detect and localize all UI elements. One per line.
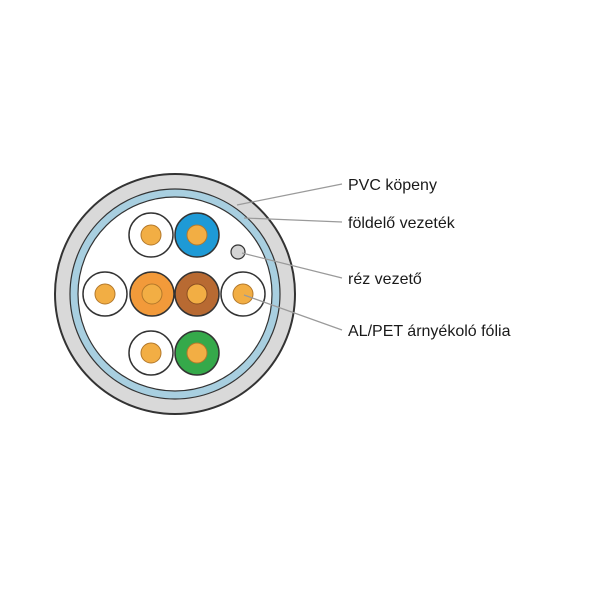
leader-pvc-jacket	[236, 183, 343, 206]
callout-labels: PVC köpeny földelő vezeték réz vezető AL…	[348, 177, 511, 340]
label-drain-wire: földelő vezeték	[348, 215, 456, 232]
copper-core	[186, 342, 208, 364]
copper-core	[140, 342, 162, 364]
wire-white-bottom	[128, 330, 174, 376]
copper-core	[186, 283, 208, 305]
wire-blue	[174, 212, 220, 258]
wire-white-left	[82, 271, 128, 317]
wire-green	[174, 330, 220, 376]
copper-core	[94, 283, 116, 305]
label-pvc-jacket: PVC köpeny	[348, 177, 437, 194]
copper-core	[141, 283, 163, 305]
leader-copper-conductor	[241, 252, 343, 279]
wire-brown	[174, 271, 220, 317]
label-foil-shield: AL/PET árnyékoló fólia	[348, 323, 511, 340]
leader-foil-shield	[243, 294, 343, 331]
copper-core	[140, 224, 162, 246]
copper-core	[232, 283, 254, 305]
wire-white-right	[220, 271, 266, 317]
wire-orange	[129, 271, 175, 317]
wire-white-top	[128, 212, 174, 258]
cable-cross-section	[54, 173, 296, 415]
leader-lines	[236, 183, 343, 331]
leader-drain-wire	[243, 217, 343, 223]
drain-wire	[230, 244, 246, 260]
label-copper-conductor: réz vezető	[348, 271, 422, 288]
copper-core	[186, 224, 208, 246]
